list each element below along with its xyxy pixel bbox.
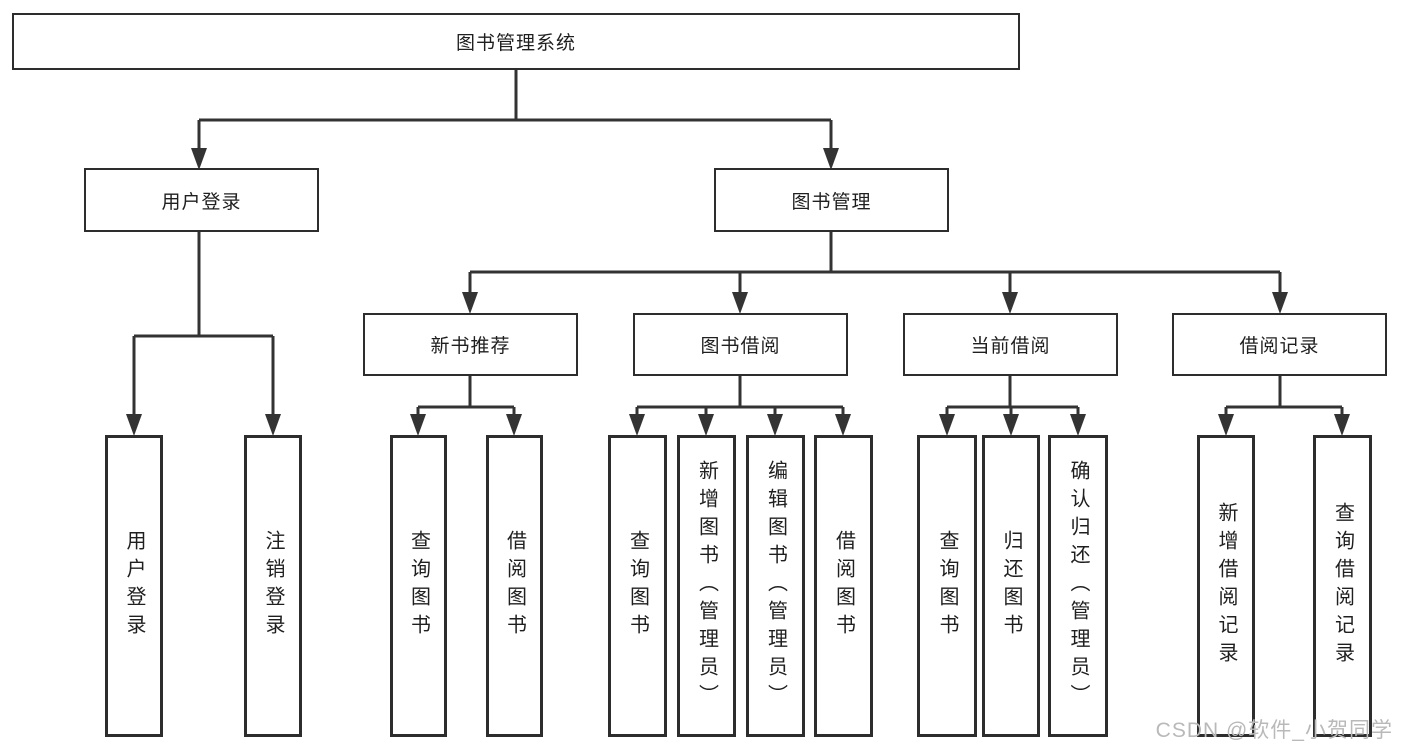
node-label: 查询图书 <box>936 530 958 642</box>
node-borrow-record: 借阅记录 <box>1172 313 1387 376</box>
node-label: 当前借阅 <box>970 336 1051 357</box>
leaf-borrow-books: 借阅图书 <box>814 435 873 737</box>
node-label: 查询借阅记录 <box>1331 502 1354 670</box>
leaf-logout: 注销登录 <box>244 435 302 737</box>
connector-current-borrow-split <box>945 376 1080 414</box>
node-label: 图书管理系统 <box>455 33 576 54</box>
leaf-user-login: 用户登录 <box>105 435 163 737</box>
connector-root-split <box>197 70 833 148</box>
node-book-borrow: 图书借阅 <box>633 313 848 376</box>
node-label: 新增图书（管理员） <box>695 460 718 712</box>
node-label: 新增借阅记录 <box>1215 502 1237 670</box>
leaf-confirm-return-admin: 确认归还（管理员） <box>1048 435 1108 737</box>
node-user-login: 用户登录 <box>84 168 319 232</box>
node-label: 借阅记录 <box>1239 336 1320 357</box>
connector-borrow-record-split <box>1224 376 1344 414</box>
connector-new-books-split <box>416 376 516 414</box>
arrowheads-level2 <box>462 292 1288 314</box>
leaf-query-books-recommend: 查询图书 <box>390 435 447 737</box>
leaf-borrow-books-recommend: 借阅图书 <box>486 435 543 737</box>
node-system-root: 图书管理系统 <box>12 13 1020 70</box>
connector-user-login-split <box>132 232 275 414</box>
csdn-watermark: CSDN @软件_小贺同学 <box>1155 719 1393 742</box>
arrowheads-level1 <box>191 148 839 170</box>
leaf-add-borrow-record: 新增借阅记录 <box>1197 435 1255 737</box>
node-current-borrow: 当前借阅 <box>903 313 1118 376</box>
node-label: 图书管理 <box>791 191 872 213</box>
node-label: 用户登录 <box>161 191 242 213</box>
arrowheads-user-login <box>126 414 281 436</box>
node-label: 借阅图书 <box>832 530 855 642</box>
leaf-query-books-current: 查询图书 <box>917 435 977 737</box>
node-label: 查询图书 <box>407 530 430 642</box>
leaf-query-borrow-record: 查询借阅记录 <box>1313 435 1372 737</box>
node-new-book-recommend: 新书推荐 <box>363 313 578 376</box>
node-label: 确认归还（管理员） <box>1067 460 1089 712</box>
node-label: 图书借阅 <box>700 336 781 357</box>
node-label: 新书推荐 <box>430 336 511 357</box>
node-label: 编辑图书（管理员） <box>764 460 787 712</box>
node-label: 注销登录 <box>262 530 284 642</box>
leaf-query-books-borrow: 查询图书 <box>608 435 667 737</box>
node-book-management: 图书管理 <box>714 168 949 232</box>
arrowheads-leaves <box>410 414 1350 436</box>
leaf-return-books: 归还图书 <box>982 435 1040 737</box>
node-label: 用户登录 <box>123 530 145 642</box>
leaf-edit-books-admin: 编辑图书（管理员） <box>746 435 805 737</box>
node-label: 借阅图书 <box>503 530 526 642</box>
connector-book-borrow-split <box>635 376 845 414</box>
connector-book-mgmt-split <box>468 232 1282 292</box>
leaf-add-books-admin: 新增图书（管理员） <box>677 435 736 737</box>
node-label: 查询图书 <box>626 530 649 642</box>
node-label: 归还图书 <box>1000 530 1022 642</box>
